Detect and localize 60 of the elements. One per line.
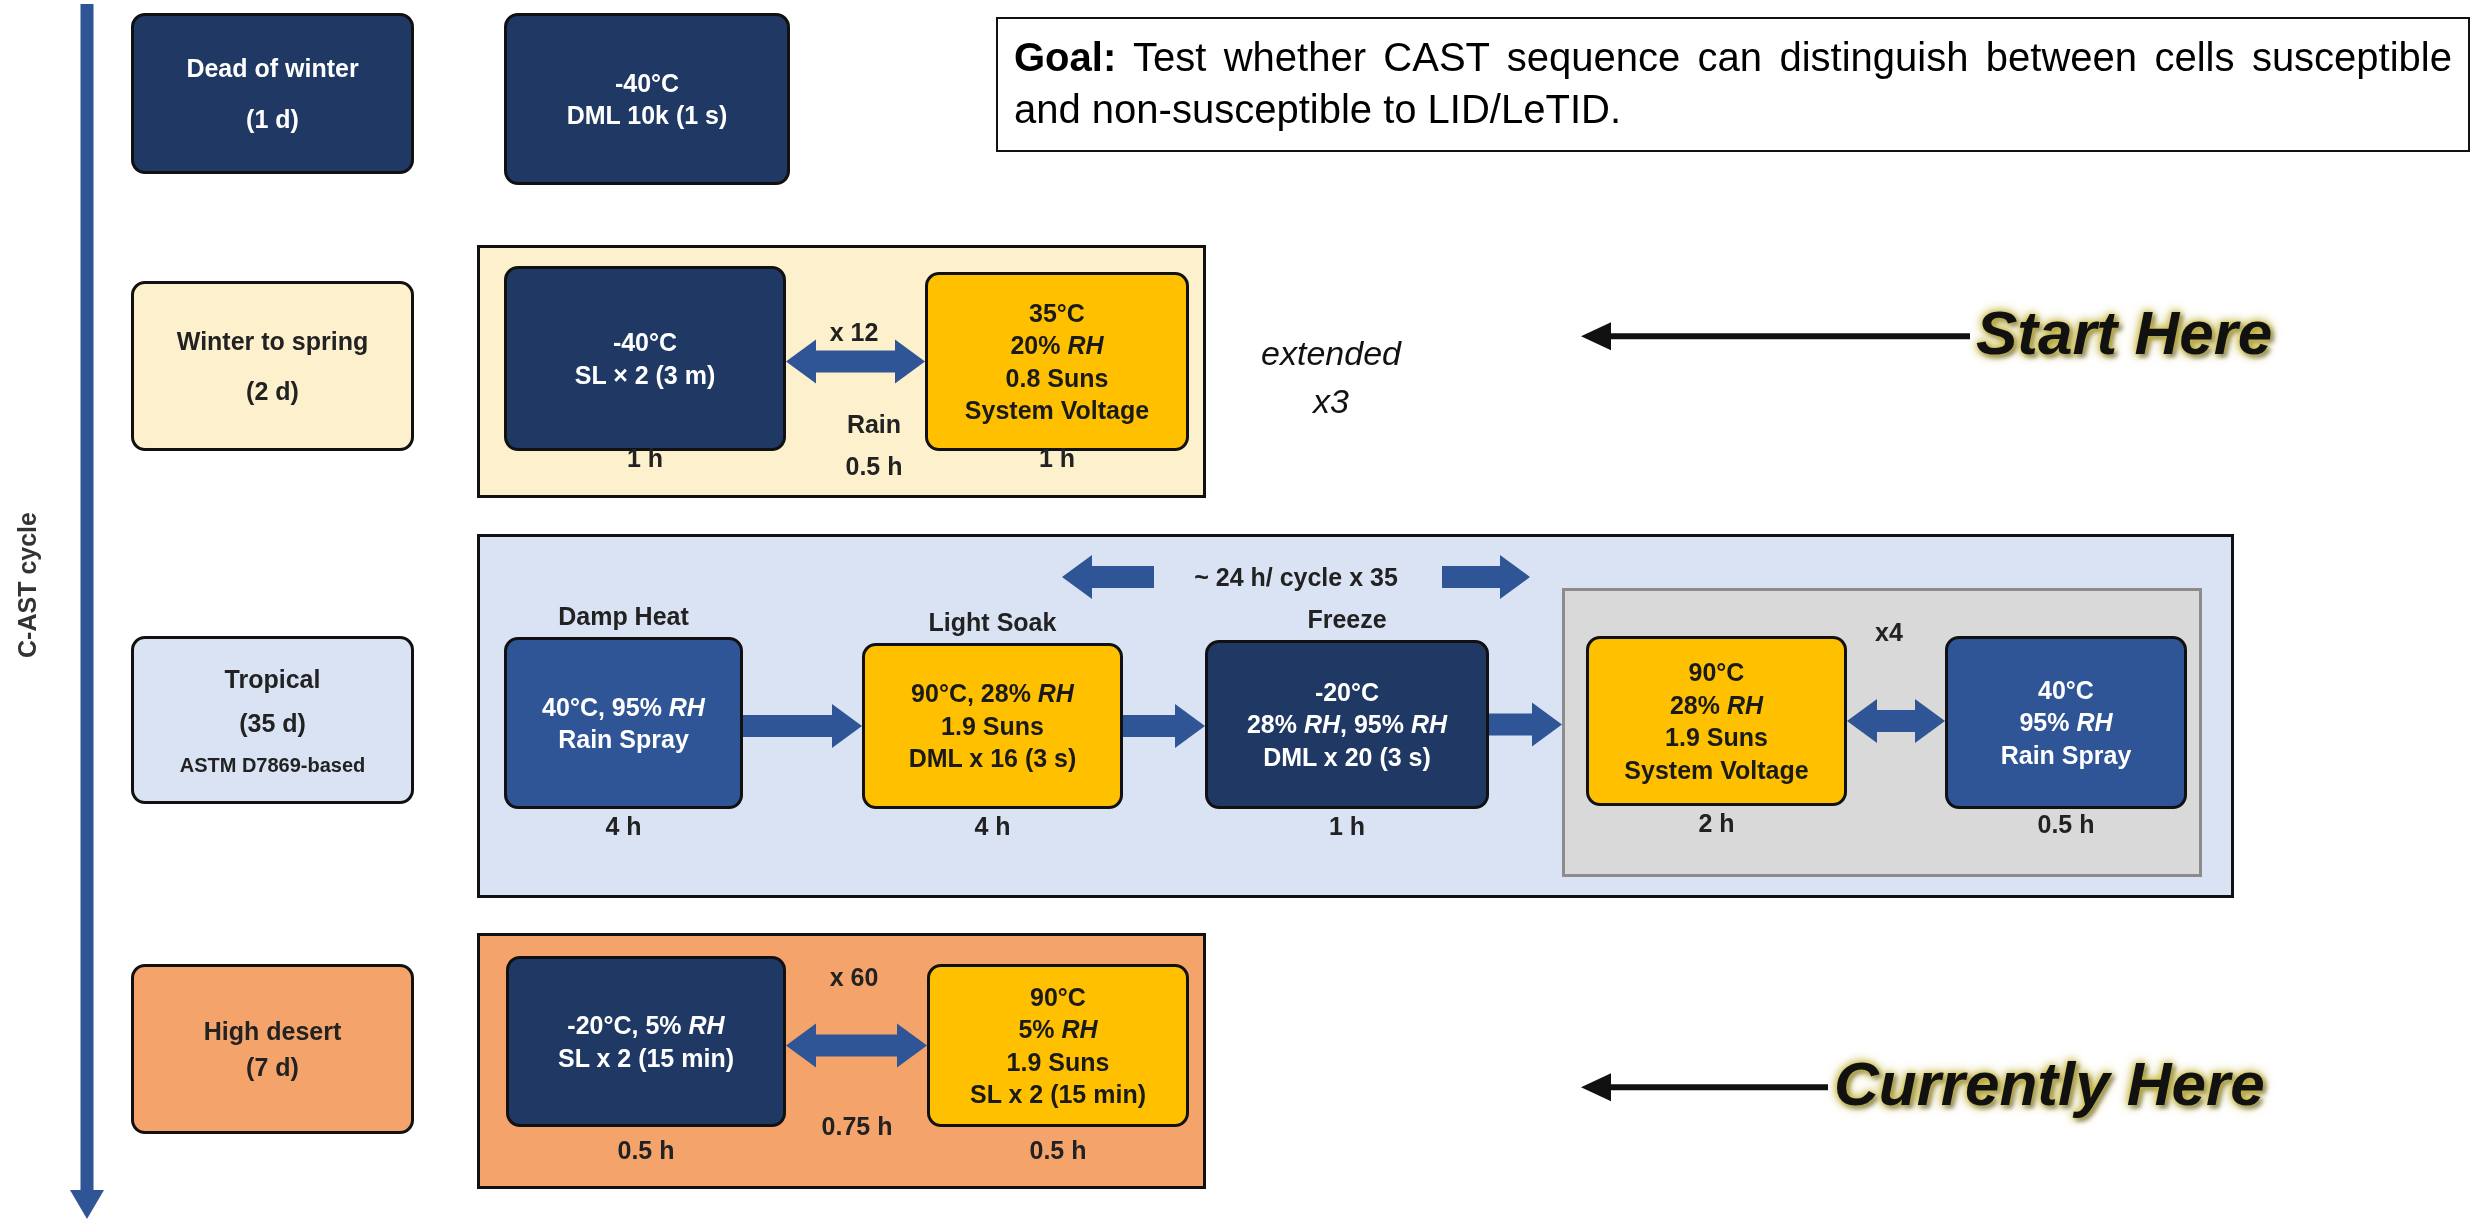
double-arrow — [786, 339, 925, 384]
stage-name: Winter to spring — [176, 325, 369, 357]
duration-label: 1 h — [1328, 810, 1366, 842]
duration-label: 4 h — [974, 810, 1011, 842]
arrow — [1123, 704, 1205, 748]
callout-text: Currently Here — [1834, 1048, 2265, 1118]
annotation-label: x 12 — [829, 317, 879, 347]
stage-band — [477, 534, 2234, 898]
stage-duration: (7 d) — [246, 1052, 299, 1083]
duration-label: 0.5 h — [2037, 808, 2095, 840]
double-arrow — [1847, 699, 1945, 743]
stage-name: Tropical — [224, 663, 321, 695]
annotation-label: x 60 — [829, 962, 879, 992]
goal-box — [996, 17, 2470, 152]
condition-text: -40°C DML 10k (1 s) — [566, 67, 728, 131]
step-heading: Light Soak — [928, 606, 1057, 638]
condition-text: 40°C, 95% RH Rain Spray — [542, 691, 705, 755]
duration-label: 2 h — [1698, 807, 1735, 839]
condition-text: 90°C 28% RH 1.9 Suns System Voltage — [1624, 657, 1809, 786]
condition-text: -20°C, 5% RH SL x 2 (15 min) — [558, 1010, 734, 1074]
condition-text: -20°C 28% RH, 95% RH DML x 20 (3 s) — [1246, 676, 1448, 773]
axis-title: C-AST cycle — [12, 512, 42, 658]
stage-box — [131, 636, 414, 804]
annotation-label: 0.75 h — [821, 1111, 893, 1141]
stage-band — [477, 933, 1206, 1189]
stage-duration: (1 d) — [246, 103, 299, 135]
standard-note: ASTM D7869-based — [179, 752, 366, 778]
duration-label: 1 h — [1038, 442, 1076, 474]
condition-text: 90°C 5% RH 1.9 Suns SL x 2 (15 min) — [970, 981, 1146, 1110]
duration-label: 0.5 h — [1029, 1134, 1087, 1166]
repeat-group — [1562, 588, 2202, 877]
stage-box — [131, 281, 414, 451]
duration-label: 0.5 h — [617, 1134, 675, 1166]
duration-label: 4 h — [605, 810, 642, 842]
repeat-count: x4 — [1875, 617, 1903, 647]
condition-text: 40°C 95% RH Rain Spray — [2000, 674, 2132, 771]
repeat-note: extended x3 — [1261, 333, 1401, 422]
stage-name: High desert — [203, 1015, 342, 1047]
arrow — [1581, 322, 1970, 351]
annotation-label: Rain — [846, 409, 902, 439]
stage-duration: (35 d) — [239, 708, 306, 739]
stage-duration: (2 d) — [246, 376, 299, 407]
double-arrow — [786, 1023, 927, 1068]
goal-text: Goal: Test whether CAST sequence can distinguish between cells susceptible and non-susceptible to LID/LeTID. — [1014, 35, 2452, 131]
stage-name: Dead of winter — [186, 53, 359, 84]
arrow — [1489, 702, 1562, 747]
condition-text: 90°C, 28% RH 1.9 Suns DML x 16 (3 s) — [908, 678, 1077, 775]
stage-box — [131, 13, 414, 174]
duration-label: 1 h — [626, 442, 664, 474]
stage-box — [131, 964, 414, 1134]
condition-text: 35°C 20% RH 0.8 Suns System Voltage — [964, 297, 1150, 426]
annotation-label: 0.5 h — [845, 451, 903, 481]
arrow — [1581, 1073, 1828, 1102]
condition-text: -40°C SL × 2 (3 m) — [574, 327, 716, 391]
annotation-label: ~ 24 h/ cycle x 35 — [1194, 562, 1398, 592]
stage-box — [504, 13, 790, 185]
arrow — [743, 704, 862, 748]
callout-text: Start Here — [1976, 297, 2273, 367]
step-heading: Damp Heat — [558, 600, 689, 632]
step-heading: Freeze — [1307, 603, 1387, 635]
